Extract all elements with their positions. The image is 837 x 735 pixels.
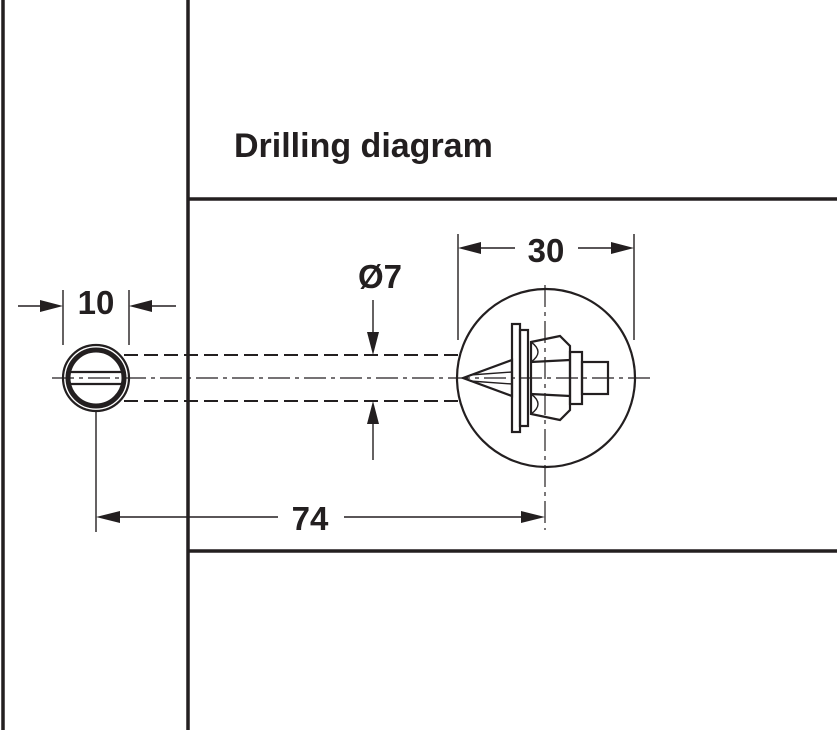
dim-10-arrow-left xyxy=(40,300,63,312)
connector-detail xyxy=(455,285,637,530)
dim-7-top-arrow xyxy=(367,332,379,355)
dim-74-arrow-left xyxy=(96,511,120,523)
connector-bolt-end xyxy=(580,360,610,396)
hex-nut-face-top xyxy=(530,341,539,363)
dowel-hole xyxy=(61,343,131,413)
bore-lines xyxy=(52,354,655,402)
dimension-30: 30 xyxy=(457,232,635,340)
diagram-title: Drilling diagram xyxy=(234,127,493,165)
dim-7-label: Ø7 xyxy=(358,258,402,295)
hex-nut-face-bottom xyxy=(530,393,539,415)
connector-washer xyxy=(518,328,530,428)
dim-30-arrow-right xyxy=(611,242,634,254)
connector-cone-mid xyxy=(469,371,513,376)
hex-nut-edge-top xyxy=(530,358,571,364)
dim-74-arrow-right xyxy=(521,511,545,523)
dim-30-arrow-left xyxy=(458,242,481,254)
dowel-hole-outer xyxy=(61,343,131,413)
dim-74-label: 74 xyxy=(292,500,329,537)
connector-cone-mid2 xyxy=(469,380,513,385)
dim-7-bottom-arrow xyxy=(367,401,379,424)
dimension-74: 74 xyxy=(95,412,545,537)
dimension-diameter-7: Ø7 xyxy=(358,258,402,460)
dowel-hole-inner xyxy=(65,347,127,409)
dimension-10: 10 xyxy=(18,284,176,345)
dim-30-label: 30 xyxy=(528,232,565,269)
connector-circle xyxy=(455,287,637,469)
dim-10-label: 10 xyxy=(78,284,115,321)
dim-10-arrow-right xyxy=(129,300,152,312)
hex-nut-edge-bottom xyxy=(530,392,571,398)
